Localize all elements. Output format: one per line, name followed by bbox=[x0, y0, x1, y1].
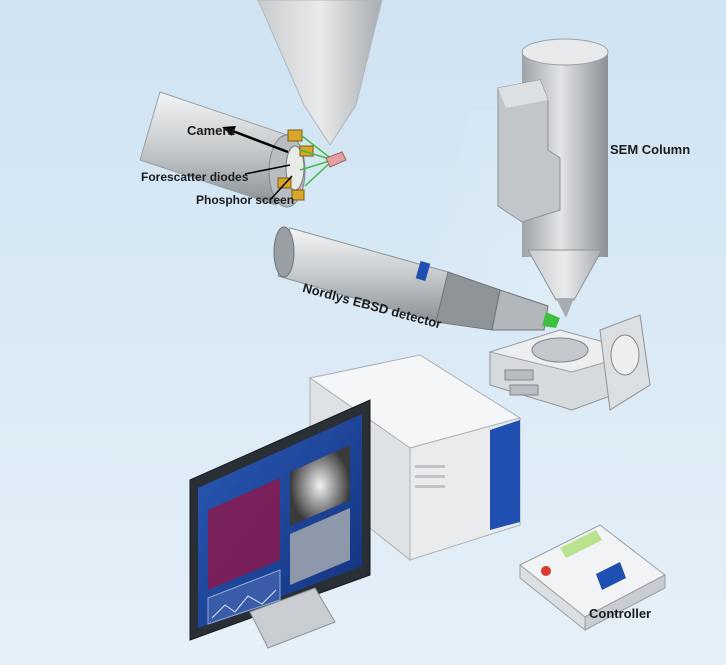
controller-box bbox=[519, 524, 666, 632]
label-sem-column: SEM Column bbox=[610, 142, 691, 157]
label-controller: Controller bbox=[589, 606, 652, 621]
diode-4 bbox=[291, 189, 305, 201]
diode-3 bbox=[277, 177, 292, 189]
specimen-stage bbox=[488, 314, 651, 411]
histogram-panel bbox=[207, 569, 281, 625]
pattern-panel bbox=[290, 445, 350, 526]
sem-column bbox=[497, 38, 609, 318]
ebsd-detector bbox=[273, 226, 560, 331]
indexed-pattern-panel bbox=[290, 508, 350, 585]
orientation-map bbox=[208, 478, 280, 590]
label-camera: Camera bbox=[187, 123, 235, 138]
detector-closeup bbox=[139, 0, 383, 208]
label-forescatter-diodes: Forescatter diodes bbox=[141, 170, 249, 184]
label-phosphor-screen: Phosphor screen bbox=[196, 193, 295, 207]
diode-2 bbox=[299, 145, 314, 157]
diode-1 bbox=[287, 129, 303, 142]
monitor bbox=[189, 399, 371, 649]
